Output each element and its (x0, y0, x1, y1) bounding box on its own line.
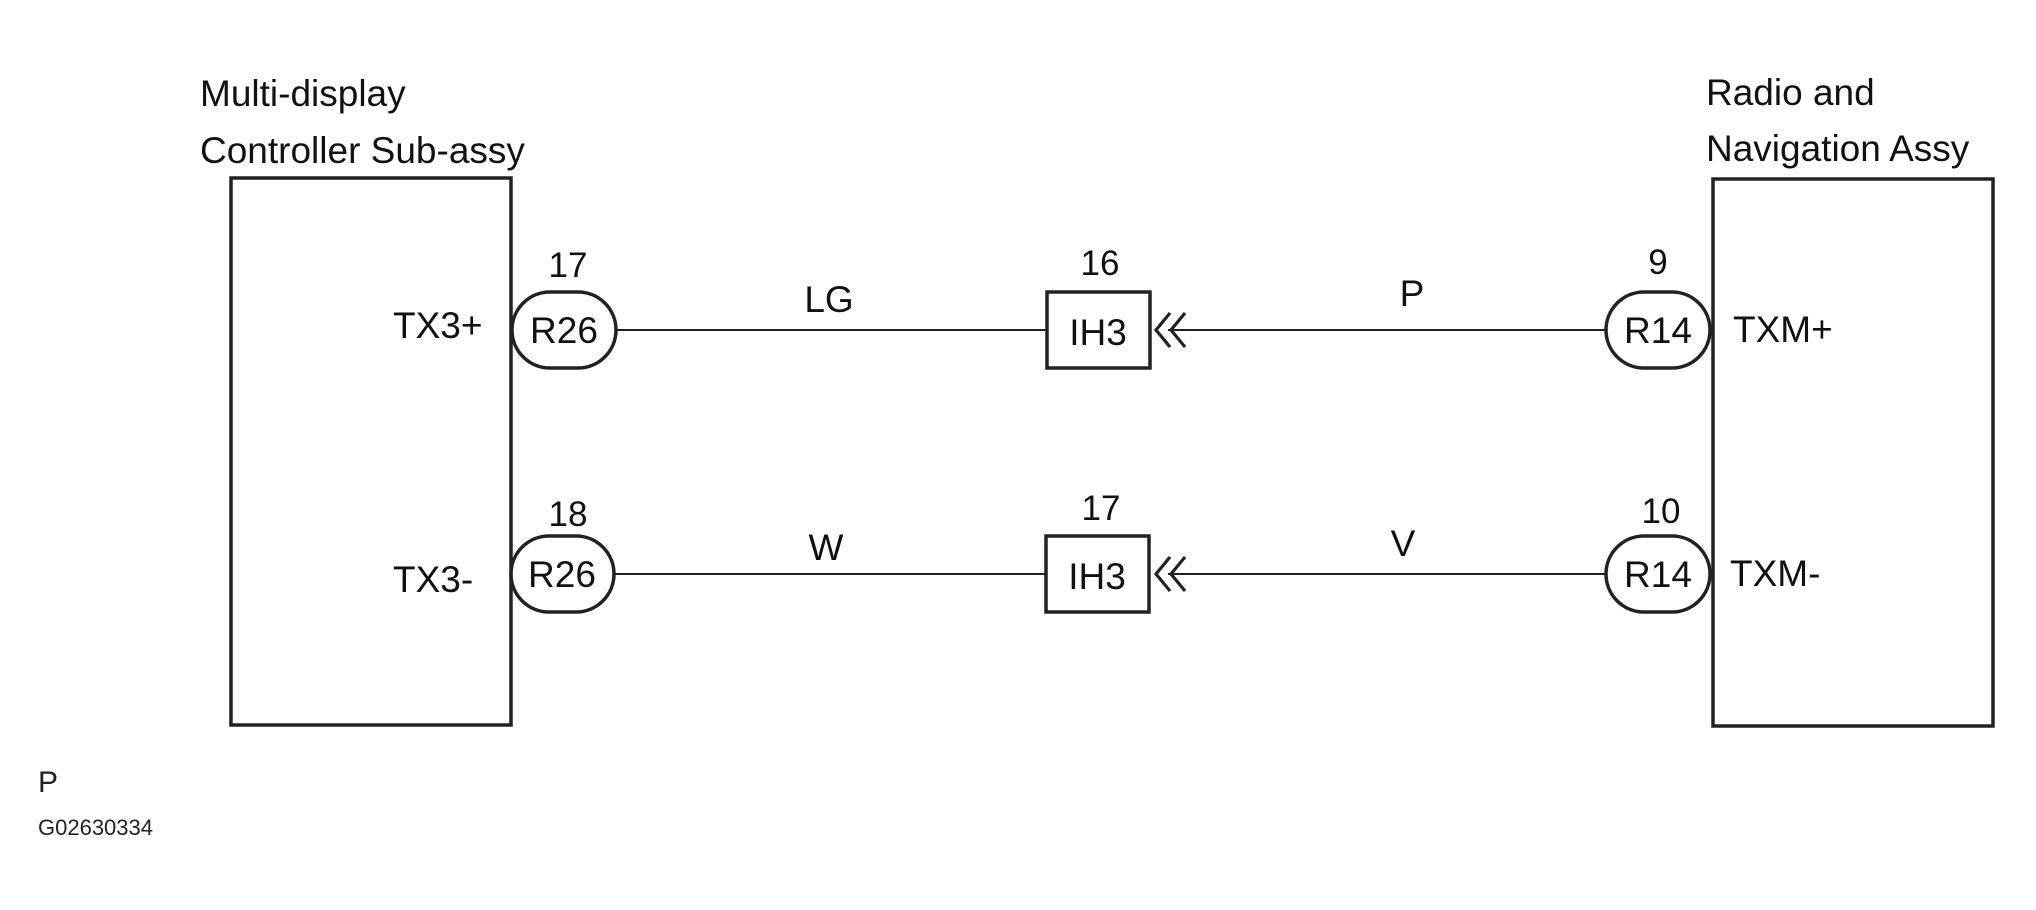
left-pin-number: 17 (549, 246, 588, 285)
junction-pin-number: 17 (1082, 489, 1121, 528)
wire-color-label: LG (804, 279, 853, 320)
right-component-title-line1: Radio and (1706, 72, 1875, 113)
left-connector-label: R26 (530, 310, 598, 351)
figure-id: G02630334 (38, 815, 153, 840)
right-pin-label-txm-minus: TXM- (1730, 553, 1820, 594)
right-pin-label-txm-plus: TXM+ (1733, 309, 1833, 350)
right-pin-number: 10 (1642, 492, 1681, 531)
junction-pin-number: 16 (1081, 244, 1120, 283)
left-component-title-line1: Multi-display (200, 73, 406, 114)
right-pin-number: 9 (1648, 243, 1667, 282)
junction-connector-ih3 (1044, 534, 1151, 614)
chevron-arrow-icon (1153, 555, 1172, 593)
circuit-1: 17 R26 LG 16 IH3 P 9 R14 (510, 243, 1712, 370)
left-connector-label: R26 (528, 554, 596, 595)
left-pin-number: 18 (549, 495, 588, 534)
wire-color-label: V (1391, 523, 1416, 564)
left-connector-r26 (510, 290, 618, 370)
right-connector-r14 (1604, 290, 1712, 370)
junction-connector-label: IH3 (1068, 556, 1126, 597)
left-connector-r26 (509, 534, 616, 614)
footer-letter: P (38, 766, 59, 799)
wire-color-label: W (809, 527, 844, 568)
junction-connector-ih3 (1045, 290, 1152, 370)
chevron-arrow-icon (1168, 555, 1187, 593)
left-component-title-line2: Controller Sub-assy (200, 130, 525, 171)
right-component-title-line2: Navigation Assy (1706, 128, 1970, 169)
left-pin-label-tx3-plus: TX3+ (393, 305, 482, 346)
circuit-2: 18 R26 W 17 IH3 V 10 R14 (509, 489, 1712, 614)
wire-color-label: P (1400, 273, 1425, 314)
right-component-box (1711, 177, 1995, 728)
right-connector-label: R14 (1624, 554, 1692, 595)
left-pin-label-tx3-minus: TX3- (393, 559, 473, 600)
right-connector-r14 (1604, 534, 1712, 614)
right-connector-label: R14 (1624, 310, 1692, 351)
chevron-arrow-icon (1168, 311, 1187, 349)
chevron-arrow-icon (1153, 311, 1172, 349)
junction-connector-label: IH3 (1069, 312, 1127, 353)
left-component-box (229, 176, 513, 727)
